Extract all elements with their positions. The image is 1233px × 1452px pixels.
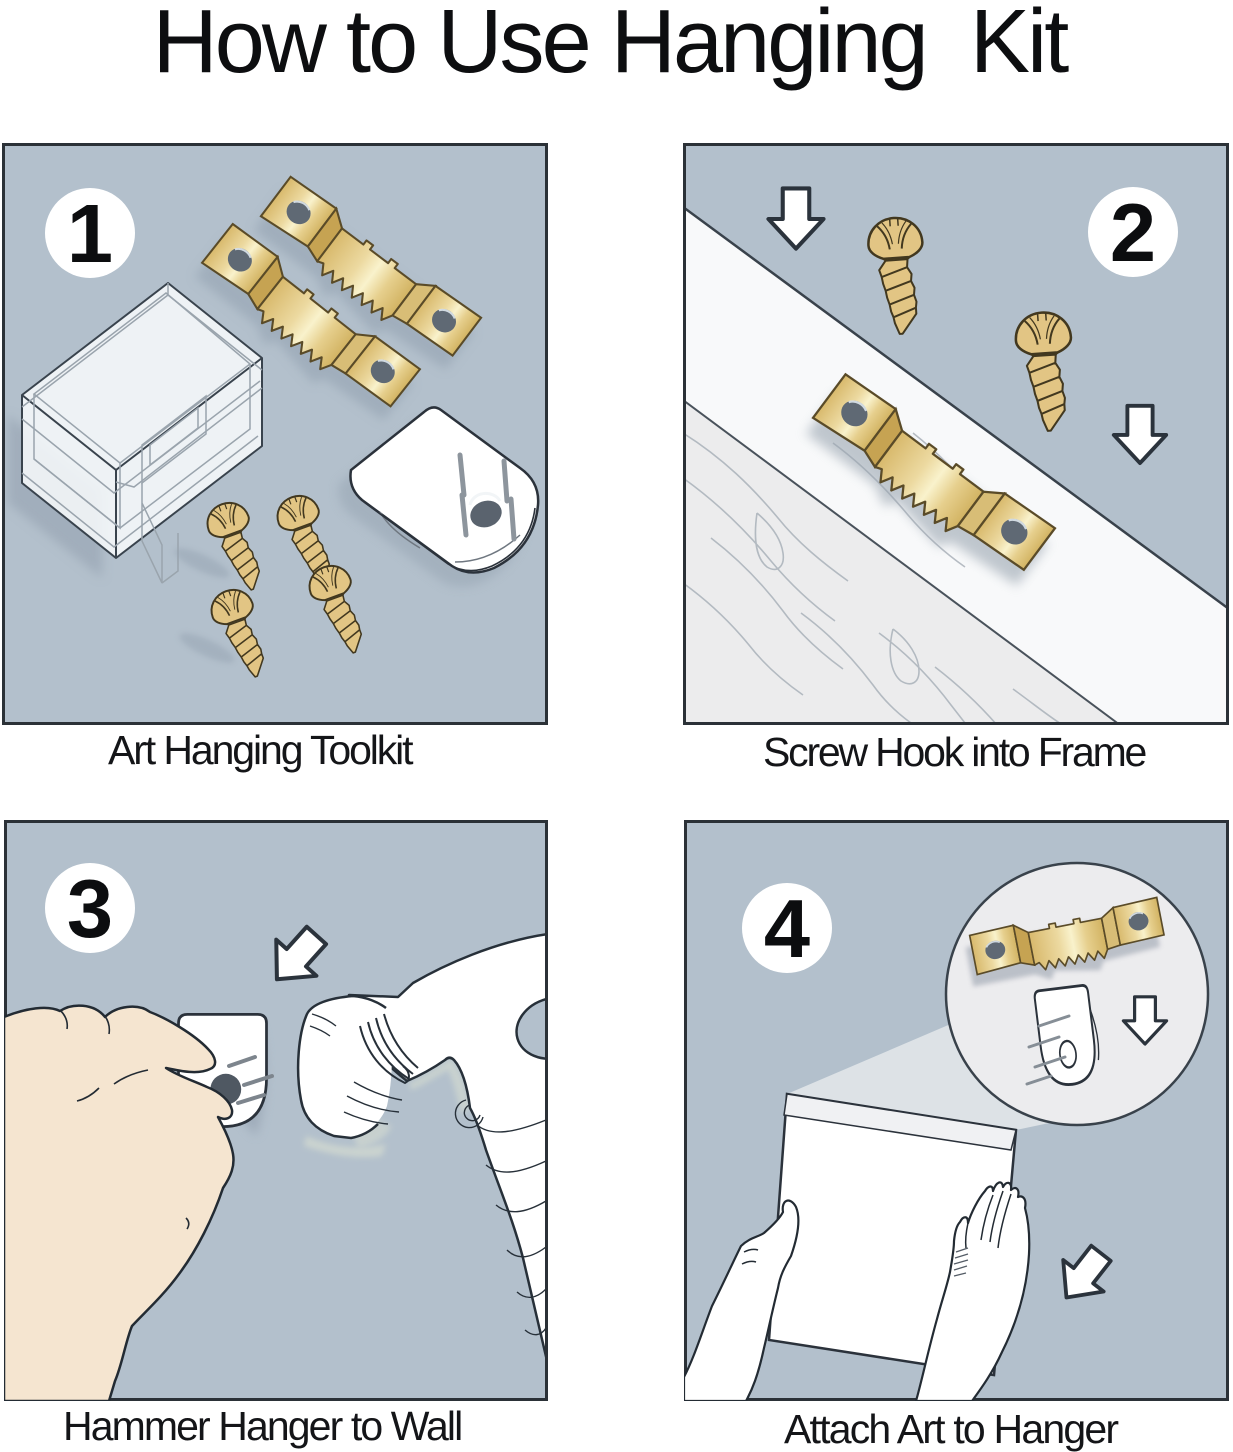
svg-text:4: 4 xyxy=(764,882,810,975)
svg-text:2: 2 xyxy=(1110,186,1156,279)
svg-text:1: 1 xyxy=(67,187,113,280)
svg-text:3: 3 xyxy=(67,862,113,955)
